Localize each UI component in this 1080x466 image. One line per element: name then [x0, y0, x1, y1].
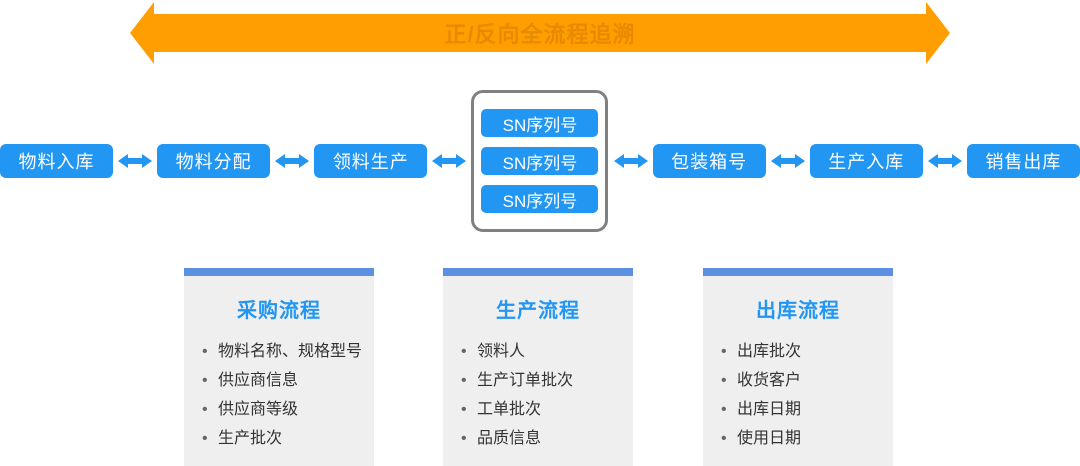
list-item: 出库日期 — [721, 395, 893, 424]
list-item: 工单批次 — [461, 395, 633, 424]
card-outbound-process: 出库流程 出库批次 收货客户 出库日期 使用日期 — [703, 268, 893, 466]
traceability-span-arrow: 正/反向全流程追溯 — [130, 2, 950, 64]
flow-node-material-inbound: 物料入库 — [0, 144, 113, 178]
flow-node-sales-outbound: 销售出库 — [966, 144, 1080, 178]
flow-node-production-inbound: 生产入库 — [809, 144, 923, 178]
sn-serial-box: SN序列号 — [481, 109, 599, 137]
card-top-bar — [184, 268, 374, 276]
double-arrow-icon — [275, 154, 310, 168]
list-item: 供应商等级 — [202, 395, 374, 424]
card-item-list: 出库批次 收货客户 出库日期 使用日期 — [703, 337, 893, 453]
list-item: 供应商信息 — [202, 366, 374, 395]
double-arrow-icon — [432, 154, 467, 168]
double-arrow-icon — [118, 154, 153, 168]
card-title: 生产流程 — [496, 300, 580, 322]
sn-serial-group: SN序列号 SN序列号 SN序列号 — [471, 90, 609, 232]
list-item: 领料人 — [461, 337, 633, 366]
list-item: 收货客户 — [721, 366, 893, 395]
double-arrow-icon — [770, 154, 805, 168]
list-item: 品质信息 — [461, 424, 633, 453]
card-production-process: 生产流程 领料人 生产订单批次 工单批次 品质信息 — [443, 268, 633, 466]
list-item: 物料名称、规格型号 — [202, 337, 374, 366]
process-flow-row: 物料入库 物料分配 领料生产 SN序列号 SN序列号 SN序列号 包装箱号 生产… — [0, 90, 1080, 232]
double-arrow-icon — [927, 154, 962, 168]
card-title: 采购流程 — [237, 300, 321, 322]
card-top-bar — [443, 268, 633, 276]
sn-serial-box: SN序列号 — [481, 147, 599, 175]
double-arrow-icon — [613, 154, 648, 168]
traceability-arrow-label: 正/反向全流程追溯 — [444, 22, 636, 47]
card-item-list: 领料人 生产订单批次 工单批次 品质信息 — [443, 337, 633, 453]
card-title: 出库流程 — [756, 300, 840, 322]
flow-node-material-allocation: 物料分配 — [157, 144, 271, 178]
sn-serial-box: SN序列号 — [481, 185, 599, 213]
card-item-list: 物料名称、规格型号 供应商信息 供应商等级 生产批次 — [184, 337, 374, 453]
card-procurement-process: 采购流程 物料名称、规格型号 供应商信息 供应商等级 生产批次 — [184, 268, 374, 466]
flow-node-packing-box: 包装箱号 — [652, 144, 766, 178]
list-item: 出库批次 — [721, 337, 893, 366]
flow-node-picking-production: 领料生产 — [314, 144, 428, 178]
list-item: 生产批次 — [202, 424, 374, 453]
card-top-bar — [703, 268, 893, 276]
list-item: 使用日期 — [721, 424, 893, 453]
list-item: 生产订单批次 — [461, 366, 633, 395]
double-arrow-orange-icon — [130, 2, 950, 64]
